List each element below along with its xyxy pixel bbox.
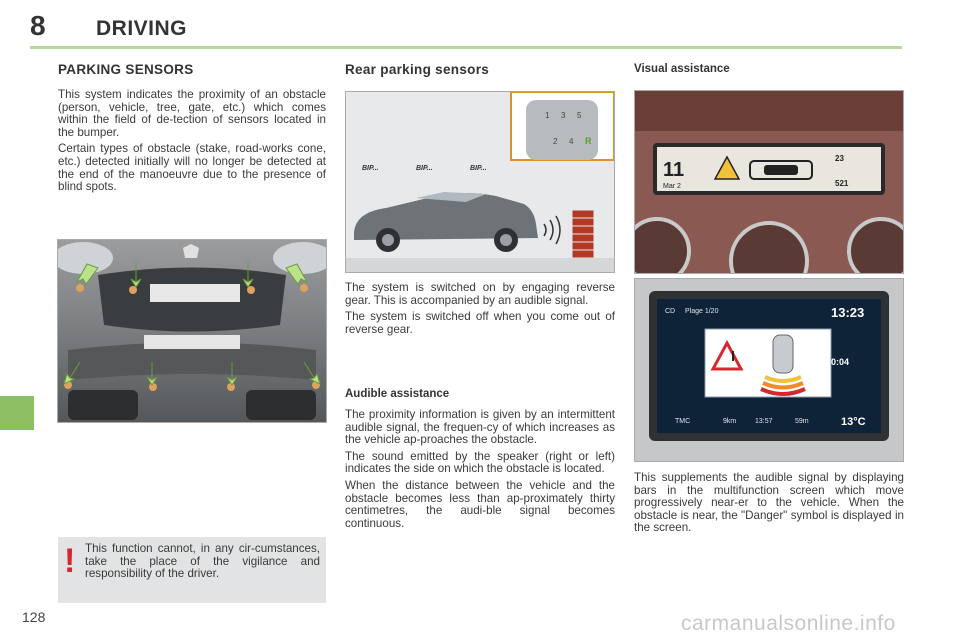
paragraph: Certain types of obstacle (stake, road-w… xyxy=(58,142,326,194)
rear-sensors-image: 1 3 5 2 4 R BIP... BIP... BIP... xyxy=(345,91,615,273)
beep-label: BIP... xyxy=(416,165,433,172)
gear-label: 4 xyxy=(569,137,574,146)
dashboard-display-image: 11 Mar 2 23 521 xyxy=(634,90,904,274)
header-divider xyxy=(30,46,902,49)
watermark: carmanualsonline.info xyxy=(681,612,896,635)
warning-icon: ! xyxy=(64,542,76,580)
paragraph: This system indicates the proximity of a… xyxy=(58,88,326,139)
section-title: PARKING SENSORS xyxy=(58,62,194,77)
visual-assistance-section: Visual assistance xyxy=(634,63,904,75)
paragraph: The sound emitted by the speaker (right … xyxy=(345,449,615,476)
audible-assistance-section: Audible assistance The proximity informa… xyxy=(345,388,615,534)
chapter-title: DRIVING xyxy=(96,17,188,40)
warning-text: This function cannot, in any cir-cumstan… xyxy=(85,542,320,581)
bumper-sensors-illustration xyxy=(58,240,326,422)
gear-label: 1 xyxy=(545,111,550,120)
display-time: 11 xyxy=(663,159,684,181)
gear-label: 3 xyxy=(561,111,566,120)
car-reversing-illustration: 1 3 5 2 4 R BIP... BIP... BIP... xyxy=(346,92,614,272)
display-fm: 521 xyxy=(835,179,849,188)
warning-box: ! This function cannot, in any cir-cumst… xyxy=(58,537,326,603)
multifunction-screen-image: CD Plage 1/20 TMC 9km 13:57 59m 13:23 0:… xyxy=(634,278,904,462)
paragraph: The system is switched off when you come… xyxy=(345,310,615,336)
paragraph: The system is switched on by engaging re… xyxy=(345,281,615,307)
screen-clock: 13:57 xyxy=(755,418,773,425)
paragraph: The proximity information is given by an… xyxy=(345,408,615,447)
paragraph: This supplements the audible signal by d… xyxy=(634,471,904,535)
beep-label: BIP... xyxy=(362,165,379,172)
screen-track: Plage 1/20 xyxy=(685,308,719,315)
rear-sensors-text: The system is switched on by engaging re… xyxy=(345,281,615,340)
parking-sensors-section: PARKING SENSORS This system indicates th… xyxy=(58,62,326,198)
rear-sensors-section: Rear parking sensors xyxy=(345,62,615,77)
dashboard-display-illustration: 11 Mar 2 23 521 xyxy=(635,91,903,273)
display-temp: 23 xyxy=(835,154,844,163)
chapter-number: 8 xyxy=(30,10,46,41)
screen-time: 13:23 xyxy=(831,305,864,320)
gear-label-reverse: R xyxy=(585,136,592,146)
multifunction-screen-illustration: CD Plage 1/20 TMC 9km 13:57 59m 13:23 0:… xyxy=(635,279,903,461)
screen-source: CD xyxy=(665,308,675,315)
screen-elapsed: 0:04 xyxy=(831,357,849,367)
gear-label: 2 xyxy=(553,137,558,146)
subsection-title: Visual assistance xyxy=(634,63,730,75)
danger-icon xyxy=(713,155,741,180)
visual-assistance-text: This supplements the audible signal by d… xyxy=(634,471,904,539)
display-date: Mar 2 xyxy=(663,183,681,190)
screen-tmc: TMC xyxy=(675,418,690,425)
beep-label: BIP... xyxy=(470,165,487,172)
subsection-title: Audible assistance xyxy=(345,388,450,400)
chapter-side-tab xyxy=(0,396,34,430)
section-title: Rear parking sensors xyxy=(345,62,490,77)
gear-label: 5 xyxy=(577,111,582,120)
screen-dist1: 9km xyxy=(723,418,736,425)
bumper-sensors-image xyxy=(57,239,327,423)
paragraph: When the distance between the vehicle an… xyxy=(345,478,615,530)
page-number: 128 xyxy=(22,609,46,625)
screen-dist2: 59m xyxy=(795,418,809,425)
screen-temp: 13°C xyxy=(841,416,866,428)
